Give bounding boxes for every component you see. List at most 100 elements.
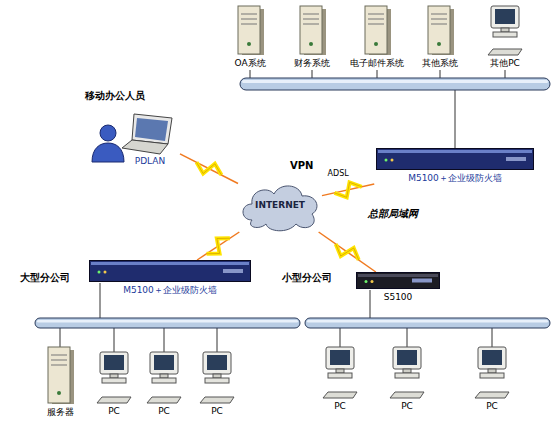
device-icon [318,345,362,401]
text-label: 大型分公司 [20,272,70,284]
wire [60,328,61,347]
device-icon-part [323,392,357,398]
device-icon-part [357,273,440,289]
device-icon-part [213,374,221,378]
internet-cloud: INTERNET [238,178,322,232]
bus-highlight [242,80,548,83]
text-label: 总部局域网 [368,208,418,220]
node-label: PC [108,406,120,417]
lightning-outline [336,244,359,260]
device-icon-part [100,352,128,374]
device-icon-part [495,9,515,24]
device-icon-part [431,19,447,20]
node-label: PC [401,401,413,412]
device-icon [385,345,429,401]
device-icon-part [300,6,322,54]
wire [455,90,456,150]
firewall-device: M5100＋企业级防火墙 [372,148,538,184]
wire [340,328,341,347]
device-icon-part [91,262,249,265]
laptop-node: PDLAN [120,110,180,167]
pc-node: PC [470,345,514,412]
device-icon-part [488,369,496,373]
device-icon-part [368,19,384,20]
device-icon-part [328,373,352,378]
server-node: 其他系统 [415,4,465,69]
device-icon-part [207,355,227,370]
node-label: 电子邮件系统 [350,58,404,69]
drop-wires [60,70,505,352]
node-label: OA系统 [234,58,265,69]
device-icon-part [303,24,319,25]
server-node: OA系统 [225,4,275,69]
text-label: 小型分公司 [282,272,332,284]
device-icon-part [378,150,532,153]
wire [377,70,378,78]
device-icon-part [368,24,384,25]
device-icon-part [491,6,519,28]
wire [250,70,251,78]
wire [164,328,165,352]
node-label: M5100＋企业级防火墙 [408,173,502,184]
device-icon [470,345,514,401]
text-label: 移动办公人员 [85,90,145,102]
device-icon-part [431,14,447,15]
device-icon-part [478,347,506,369]
device-icon-part [241,19,257,20]
node-label: 财务系统 [294,58,330,69]
device-icon-part [98,271,101,274]
node-label: PC [211,406,223,417]
device-icon-part [51,365,67,366]
wireless-link [197,232,239,260]
pc-node: PC [318,345,362,412]
lightning-bolt [197,162,222,175]
node-label: PC [334,401,346,412]
device-icon-part [365,6,387,54]
lan-bus [35,318,300,328]
node-label: 其他系统 [422,58,458,69]
server-node: 服务器 [35,345,85,418]
link-label: ADSL [328,168,349,180]
wire [217,328,218,352]
device-icon-part [104,271,107,274]
lightning-bolt [334,182,361,197]
device-icon-part [90,261,251,282]
device-icon-part [336,369,344,373]
device-icon-part [330,350,350,365]
lightning-outline [197,162,222,175]
pc-node: PC [142,350,186,417]
device-icon-part [390,392,424,398]
device-icon-part [223,269,243,273]
device-icon-part [205,378,229,383]
device-icon-part [200,397,234,403]
firewall-device: M5100＋企业级防火墙 [85,260,255,296]
device-icon [225,4,275,58]
device-icon-part [110,374,118,378]
device-icon-part [393,347,421,369]
node-label: M5100＋企业级防火墙 [123,285,217,296]
node-label: PC [158,406,170,417]
node-label: S5100 [384,292,413,303]
node-label: INTERNET [255,200,305,211]
device-icon-part [303,14,319,15]
device-icon-part [57,391,61,395]
wire [505,70,506,78]
device-icon [120,110,180,156]
device-icon-part [247,42,251,46]
device-icon-part [152,378,176,383]
device-icon-part [475,392,509,398]
device-icon-part [241,14,257,15]
device-icon-part [243,186,317,231]
device-icon-part [397,350,417,365]
server-node: 电子邮件系统 [345,4,409,69]
device-icon [89,260,251,282]
firewall-device: S5100 [352,272,444,303]
node-label: 服务器 [47,407,74,418]
device-icon-part [358,274,438,277]
device-icon-part [371,280,374,283]
wireless-link [322,182,374,197]
device-icon-part [385,159,388,162]
wire [100,283,101,318]
server-node: 财务系统 [287,4,337,69]
device-icon [376,148,534,170]
